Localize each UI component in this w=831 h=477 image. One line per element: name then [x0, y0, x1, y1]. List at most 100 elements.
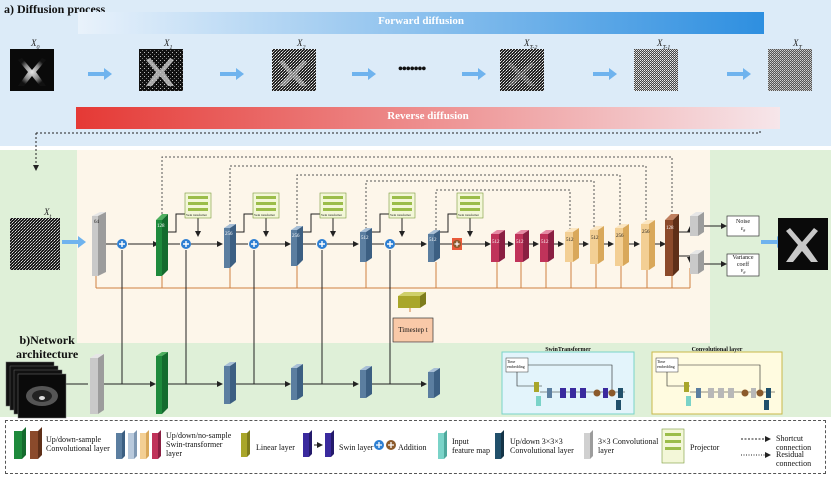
- decoder-brown-block: [665, 214, 679, 276]
- timestep-label: Timestep t: [398, 326, 428, 334]
- state-label-t-1: XT-1: [657, 38, 671, 51]
- conv-panel-diagram: [666, 364, 775, 410]
- legend-swatches: [14, 427, 771, 464]
- decoder-channel-label: 512: [566, 238, 574, 243]
- state-label-1: X1: [164, 38, 173, 51]
- decoder-channel-label: 256: [616, 234, 624, 239]
- swin-panel-diagram: [516, 364, 625, 410]
- legend-addition-swatch: [374, 440, 396, 450]
- main-flow-lines: [106, 213, 727, 267]
- encoder-block-256b: [291, 226, 303, 266]
- variance-output-box: [726, 253, 760, 277]
- variance-output-label: Variance coeff vθ: [732, 255, 754, 276]
- encoder-block-64: [92, 212, 106, 276]
- input-label: Xt: [44, 207, 52, 220]
- network-title: b)Network architecture: [16, 333, 78, 361]
- encoder-channel-label: 512: [361, 236, 369, 241]
- encoder-channel-label: 256: [292, 234, 300, 239]
- bottleneck-block: [452, 238, 462, 250]
- conv-panel-title: Convolutional layer: [691, 347, 743, 353]
- decoder-channel-label: 512: [541, 240, 549, 245]
- legend-label-conv: Up/down-sample Convolutional layer: [46, 435, 110, 453]
- lower-branch-blocks: [90, 352, 440, 414]
- legend-conv-swatch: [14, 427, 42, 459]
- projector-icon: [388, 192, 416, 219]
- legend-label-input-feature: Input feature map: [452, 437, 490, 455]
- state-image-0: [10, 49, 54, 91]
- addition-nodes: [117, 239, 395, 249]
- forward-diffusion-label: Forward diffusion: [378, 15, 464, 27]
- legend-label-addition: Addition: [398, 443, 427, 452]
- encoder-block-512b: [428, 230, 440, 262]
- encoder-channel-label: 128: [157, 224, 165, 229]
- legend-label-conv333: Up/down 3×3×3 Convolutional layer: [510, 437, 574, 455]
- decoder-channel-label: 512: [591, 236, 599, 241]
- legend-label-swin-transformer: Up/down/no-sample Swin-transformer layer: [166, 431, 232, 458]
- projector-caption: Swin transformer: [254, 213, 275, 217]
- shortcut-connections: [161, 156, 673, 230]
- projector-caption: Swin transformer: [390, 213, 411, 217]
- decoder-channel-label: 256: [642, 230, 650, 235]
- state-label-t: XT: [793, 38, 802, 51]
- legend-label-projector: Projector: [690, 443, 720, 452]
- legend-conv333-swatch: [495, 430, 504, 459]
- legend-label-residual: Residual connection: [776, 450, 812, 468]
- reverse-diffusion-bar: Reverse diffusion: [76, 107, 780, 129]
- legend-swin-transformer-swatch: [116, 430, 161, 459]
- state-label-2: X2: [297, 38, 306, 51]
- network-diagram: [5, 129, 828, 419]
- decoder-channel-label: 512: [492, 240, 500, 245]
- forward-arrows: [88, 68, 751, 80]
- state-image-t: [768, 49, 812, 91]
- decoder-channel-label: 512: [516, 240, 524, 245]
- projector-caption: Swin transformer: [458, 213, 479, 217]
- network-title-line2: architecture: [16, 347, 79, 361]
- encoder-channel-label: 64: [94, 220, 99, 225]
- legend-label-linear: Linear layer: [256, 443, 295, 452]
- projector-icon: [252, 192, 280, 219]
- diffusion-images: [10, 49, 812, 91]
- forward-diffusion-bar: Forward diffusion: [78, 12, 764, 34]
- reverse-diffusion-label: Reverse diffusion: [387, 110, 469, 122]
- state-image-t-2: [500, 49, 544, 91]
- projector-caption: Swin transformer: [186, 213, 207, 217]
- timestep-box: [392, 317, 434, 343]
- projector-icon: [456, 192, 484, 219]
- legend-projector-swatch: [661, 428, 685, 464]
- denoised-output-shape: [786, 228, 818, 262]
- legend-conv33-swatch: [584, 430, 593, 459]
- legend-label-shortcut: Shortcut connection: [776, 434, 812, 452]
- encoder-channel-label: 256: [225, 232, 233, 237]
- encoder-block-512a: [360, 228, 372, 262]
- diffusion-panel: a) Diffusion process Forward diffusion X…: [0, 0, 831, 146]
- output-gray-blocks: [690, 212, 704, 274]
- time-embedding-lines: [95, 262, 691, 312]
- state-label-t-2: XT-2: [524, 38, 538, 51]
- state-image-t-1: [634, 49, 678, 91]
- legend-swin-layer-swatch: [303, 430, 334, 457]
- legend-label-swin-layer: Swin layer: [339, 443, 374, 452]
- legend-linear-swatch: [241, 430, 250, 457]
- legend-input-feature-swatch: [438, 430, 447, 459]
- legend: Up/down-sample Convolutional layer Up/do…: [5, 420, 826, 474]
- swin-panel-title: SwinTransformer: [545, 347, 591, 353]
- reverse-link-top: [36, 129, 761, 134]
- projector-icon: [319, 192, 347, 219]
- state-label-0: X0: [31, 38, 40, 51]
- encoder-block-256a: [224, 224, 236, 268]
- network-title-line1: b)Network: [19, 333, 75, 347]
- decoder-peach-blocks: [565, 220, 655, 270]
- linear-layer-block: [398, 292, 426, 308]
- input-arrow: [62, 236, 86, 248]
- noise-output-box: [726, 215, 760, 237]
- encoder-channel-label: 512: [429, 238, 437, 243]
- state-image-1: [139, 49, 183, 91]
- encoder-block-128: [156, 214, 168, 276]
- ellipsis: •••••••: [398, 62, 426, 77]
- skip-lines: [121, 250, 391, 384]
- legend-label-conv33: 3×3 Convolutional layer: [598, 437, 659, 455]
- decoder-channel-label: 128: [666, 226, 674, 231]
- projector-caption: Swin transformer: [321, 213, 342, 217]
